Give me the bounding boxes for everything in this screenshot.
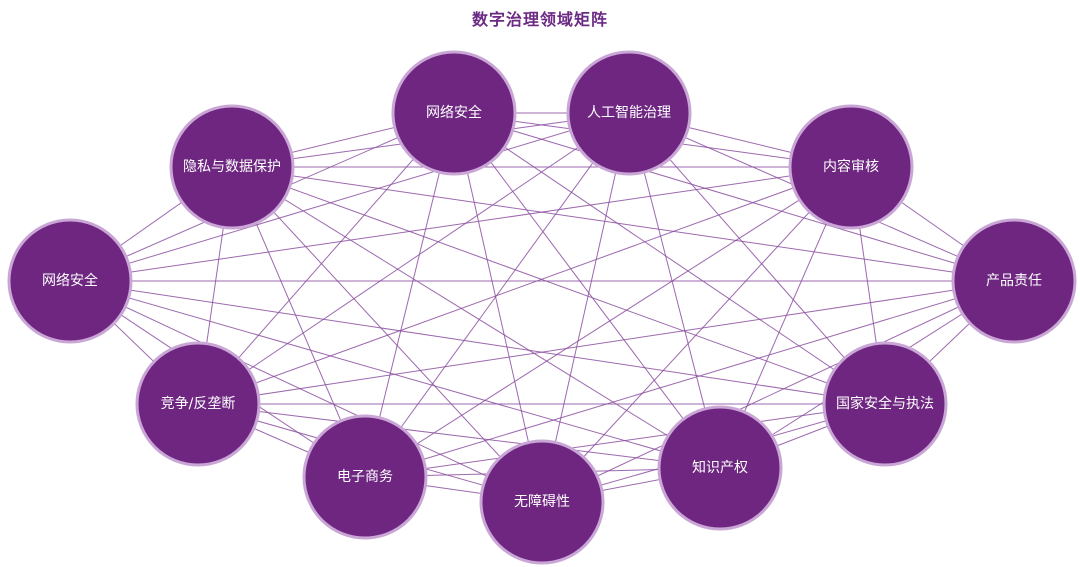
- domain-node-n5: 国家安全与执法: [822, 341, 948, 467]
- diagram-title: 数字治理领域矩阵: [471, 10, 608, 29]
- edge-n4-n7: [541, 280, 1015, 503]
- domain-node-circle: [822, 341, 948, 467]
- edge-n7-n11: [231, 166, 543, 503]
- edge-n4-n8: [364, 280, 1015, 478]
- domain-node-n2: 人工智能治理: [566, 50, 692, 176]
- domain-node-label: 内容审核: [823, 158, 879, 175]
- domain-node-label: 电子商务: [337, 469, 393, 485]
- edge-n3-n7: [541, 166, 852, 503]
- domain-node-n1: 网络安全: [391, 50, 517, 176]
- edge-n1-n9: [197, 112, 455, 405]
- domain-node-circle: [566, 50, 692, 176]
- domain-node-n8: 电子商务: [302, 414, 428, 540]
- domain-node-label: 隐私与数据保护: [183, 159, 281, 175]
- domain-node-label: 国家安全与执法: [836, 395, 934, 412]
- edge-n1-n5: [453, 112, 886, 405]
- domain-node-label: 网络安全: [42, 272, 98, 289]
- domain-node-circle: [135, 341, 261, 467]
- domain-node-circle: [788, 104, 914, 230]
- edge-n4-n9: [197, 280, 1015, 405]
- domain-node-circle: [7, 218, 133, 344]
- domain-node-label: 人工智能治理: [587, 105, 671, 121]
- edge-n7-n10: [69, 280, 543, 503]
- domain-node-label: 知识产权: [692, 459, 748, 476]
- edge-n3-n9: [197, 166, 852, 405]
- domain-node-circle: [391, 50, 517, 176]
- edge-n4-n11: [231, 166, 1015, 282]
- domain-node-n10: 网络安全: [7, 218, 133, 344]
- edge-n6-n9: [197, 403, 721, 469]
- edge-n2-n5: [628, 112, 886, 405]
- domain-node-n7: 无障碍性: [479, 439, 605, 565]
- domain-node-n4: 产品责任: [951, 218, 1077, 344]
- edge-n5-n11: [231, 166, 886, 405]
- edge-n2-n10: [69, 112, 630, 282]
- domain-node-circle: [657, 405, 783, 531]
- domain-node-circle: [302, 414, 428, 540]
- domain-node-circle: [951, 218, 1077, 344]
- domain-node-label: 无障碍性: [514, 494, 570, 510]
- domain-node-n11: 隐私与数据保护: [169, 104, 295, 230]
- edge-n2-n7: [541, 112, 630, 503]
- edge-n2-n9: [197, 112, 630, 405]
- edge-n6-n10: [69, 280, 721, 469]
- edge-n6-n11: [231, 166, 721, 469]
- domain-node-n9: 竞争/反垄断: [135, 341, 261, 467]
- domain-node-label: 竞争/反垄断: [161, 395, 236, 412]
- edge-n1-n6: [453, 112, 721, 469]
- domain-node-label: 网络安全: [426, 104, 482, 121]
- edge-n3-n8: [364, 166, 852, 478]
- domain-node-n3: 内容审核: [788, 104, 914, 230]
- edge-n3-n10: [69, 166, 852, 282]
- domain-node-n6: 知识产权: [657, 405, 783, 531]
- edge-n1-n4: [453, 112, 1015, 282]
- domain-node-label: 产品责任: [986, 273, 1042, 289]
- edge-n1-n7: [453, 112, 543, 503]
- domain-node-circle: [479, 439, 605, 565]
- edge-n5-n10: [69, 280, 886, 405]
- domain-node-circle: [169, 104, 295, 230]
